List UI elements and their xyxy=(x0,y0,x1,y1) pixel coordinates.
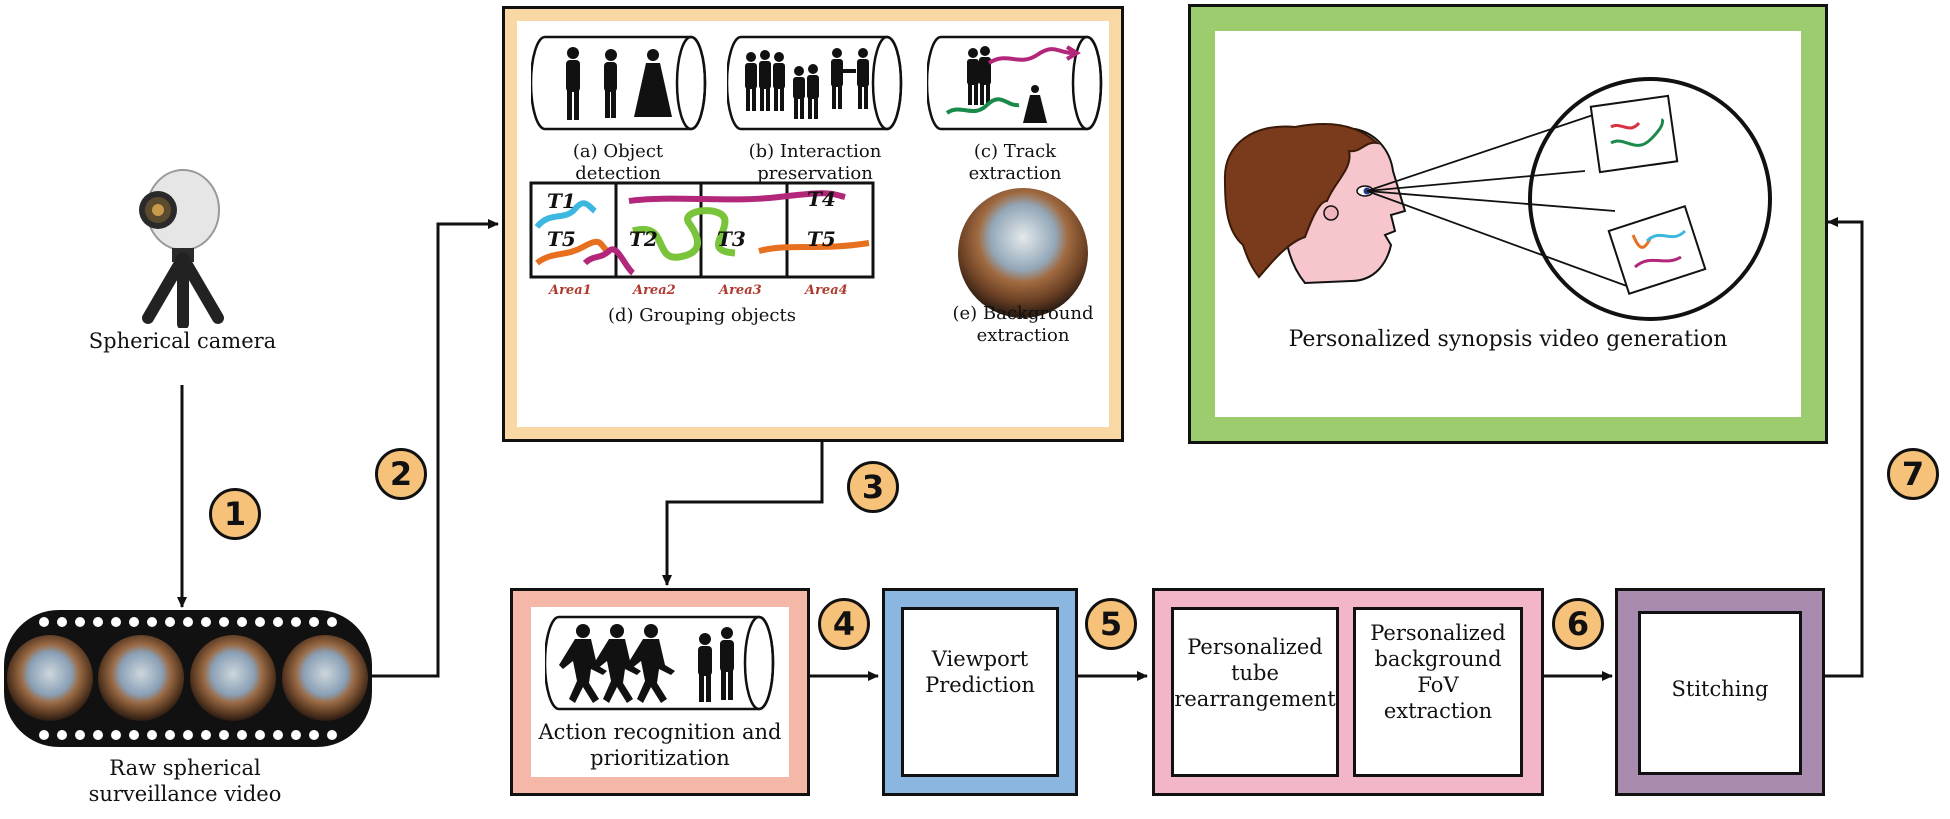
synopsis-panel-inner: Personalized synopsis video generation xyxy=(1215,31,1801,417)
analysis-panel-inner: (a) Object detection (b) xyxy=(517,21,1109,427)
step-badge-2: 2 xyxy=(375,448,427,500)
synopsis-label: Personalized synopsis video generation xyxy=(1288,327,1728,352)
grouping-objects-label: (d) Grouping objects xyxy=(608,305,796,326)
object-detection-line1: (a) Object xyxy=(572,141,664,162)
action-recognition-inner: Action recognition and prioritization xyxy=(531,607,789,777)
analysis-panel: (a) Object detection (b) xyxy=(502,6,1124,442)
fov-extraction-line3: FoV xyxy=(1417,673,1459,697)
tube-rearrangement-line2: tube xyxy=(1231,661,1279,685)
track-label-t3: T3 xyxy=(717,227,746,251)
tube-rearrangement-line3: rearrangement xyxy=(1174,687,1336,711)
action-tube-icon xyxy=(545,615,775,711)
action-recognition-label: Action recognition and prioritization xyxy=(531,719,789,771)
step-badge-7: 7 xyxy=(1887,448,1939,500)
step-badge-3: 3 xyxy=(847,461,899,513)
spherical-camera-icon xyxy=(139,169,224,328)
track-label-t2: T2 xyxy=(629,227,658,251)
track-extraction-line1: (c) Track xyxy=(973,141,1057,162)
raw-video-label-line1: Raw spherical xyxy=(109,756,261,780)
stitching-label: Stitching xyxy=(1671,677,1769,701)
interaction-preservation-line1: (b) Interaction xyxy=(748,141,882,162)
stitching-box: Stitching xyxy=(1615,588,1825,796)
track-label-t5a: T5 xyxy=(547,227,576,251)
track-extraction-line2: extraction xyxy=(968,163,1062,184)
background-sphere-icon xyxy=(958,188,1088,318)
step-badge-6: 6 xyxy=(1552,598,1604,650)
area-label-1: Area1 xyxy=(549,283,592,298)
viewport-prediction-line1: Viewport xyxy=(931,647,1029,671)
background-extraction-line2: extraction xyxy=(976,325,1070,346)
arrow-video-to-analysis xyxy=(372,219,499,678)
background-extraction-label: (e) Background extraction xyxy=(941,303,1105,347)
action-recognition-line1: Action recognition and xyxy=(538,720,782,744)
stitching-inner: Stitching xyxy=(1638,611,1802,775)
viewport-prediction-box: Viewport Prediction xyxy=(882,588,1078,796)
step-badge-4: 4 xyxy=(818,598,870,650)
tube-rearrangement-inner: Personalized tube rearrangement xyxy=(1171,607,1339,777)
raw-video-label: Raw spherical surveillance video xyxy=(60,755,310,807)
camera-label: Spherical camera xyxy=(88,329,277,353)
fov-extraction-line4: extraction xyxy=(1383,699,1493,723)
interaction-preservation-line2: preservation xyxy=(757,163,873,184)
viewport-prediction-line2: Prediction xyxy=(925,673,1035,697)
fov-extraction-line1: Personalized xyxy=(1370,621,1506,645)
action-recognition-box: Action recognition and prioritization xyxy=(510,588,810,796)
viewport-prediction-label: Viewport Prediction xyxy=(904,646,1056,698)
interaction-preservation-tube-icon xyxy=(727,35,903,131)
viewport-prediction-inner: Viewport Prediction xyxy=(901,607,1059,777)
track-extraction-label: (c) Track extraction xyxy=(927,141,1103,185)
step-badge-5: 5 xyxy=(1085,598,1137,650)
fov-extraction-line2: background xyxy=(1374,647,1502,671)
object-detection-line2: detection xyxy=(575,163,661,184)
track-label-t4: T4 xyxy=(807,187,836,211)
background-extraction-line1: (e) Background xyxy=(952,303,1094,324)
action-recognition-line2: prioritization xyxy=(590,746,730,770)
arrow-stitching-to-synopsis xyxy=(1825,217,1864,678)
fov-extraction-inner: Personalized background FoV extraction xyxy=(1353,607,1523,777)
area-label-3: Area3 xyxy=(719,283,762,298)
fov-extraction-label: Personalized background FoV extraction xyxy=(1356,620,1520,724)
track-label-t1: T1 xyxy=(547,189,576,213)
interaction-preservation-label: (b) Interaction preservation xyxy=(720,141,910,185)
raw-video-label-line2: surveillance video xyxy=(88,782,282,806)
area-label-4: Area4 xyxy=(805,283,848,298)
film-strip xyxy=(4,610,372,747)
track-label-t5b: T5 xyxy=(807,227,836,251)
personalization-box: Personalized tube rearrangement Personal… xyxy=(1152,588,1544,796)
tube-rearrangement-line1: Personalized xyxy=(1187,635,1323,659)
track-extraction-tube-icon xyxy=(927,35,1103,131)
tube-rearrangement-label: Personalized tube rearrangement xyxy=(1174,634,1336,712)
step-badge-1: 1 xyxy=(209,488,261,540)
viewer-illustration xyxy=(1223,77,1772,321)
grouping-objects-grid xyxy=(529,181,875,279)
synopsis-panel: Personalized synopsis video generation xyxy=(1188,4,1828,444)
object-detection-label: (a) Object detection xyxy=(523,141,713,185)
arrow-analysis-to-action xyxy=(662,442,824,586)
area-label-2: Area2 xyxy=(633,283,676,298)
object-detection-tube-icon xyxy=(531,35,707,131)
